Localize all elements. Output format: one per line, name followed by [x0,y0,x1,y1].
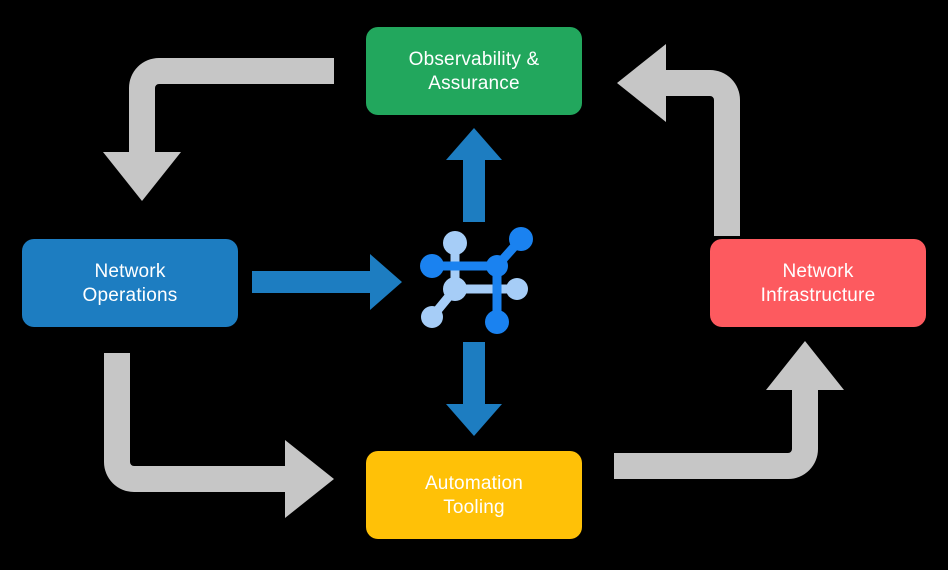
gray-arrow-operations-to-automation [104,353,334,518]
node-network-infrastructure[interactable]: Network Infrastructure [710,239,926,327]
gray-arrow-infrastructure-to-observability [617,44,740,236]
node-network-infrastructure-label-line1: Network [782,261,853,282]
node-observability-assurance-box[interactable] [366,27,582,115]
node-observability-assurance-label-line1: Observability & [409,49,540,70]
blue-arrow-operations-to-center [252,254,402,310]
node-network-operations-label-line2: Operations [83,285,178,306]
node-network-infrastructure-label-line2: Infrastructure [761,285,876,306]
node-automation-tooling[interactable]: Automation Tooling [366,451,582,539]
node-automation-tooling-label-line2: Tooling [443,497,505,518]
blue-arrow-center-to-automation [446,342,502,436]
node-automation-tooling-label-line1: Automation [425,473,523,494]
gray-arrow-automation-to-infrastructure [614,341,844,479]
network-topology-icon [420,227,533,334]
node-network-infrastructure-box[interactable] [710,239,926,327]
node-observability-assurance-label-line2: Assurance [428,73,520,94]
node-network-operations-box[interactable] [22,239,238,327]
node-network-operations-label-line1: Network [94,261,165,282]
gray-arrow-observability-to-operations [103,58,334,201]
node-observability-assurance[interactable]: Observability & Assurance [366,27,582,115]
blue-arrow-center-to-observability [446,128,502,222]
node-automation-tooling-box[interactable] [366,451,582,539]
node-network-operations[interactable]: Network Operations [22,239,238,327]
